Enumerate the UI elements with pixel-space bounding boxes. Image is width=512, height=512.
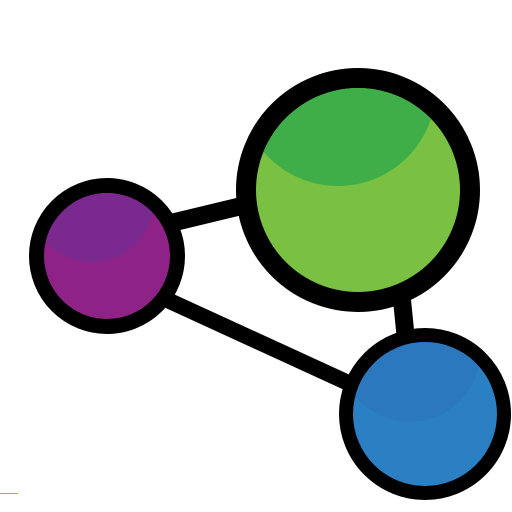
green-node xyxy=(236,68,480,312)
purple-node xyxy=(29,178,185,334)
purple-node-highlight xyxy=(44,193,154,262)
blue-node-highlight xyxy=(353,342,480,422)
edge-purple-blue xyxy=(142,284,376,400)
green-node-highlight xyxy=(256,88,436,186)
blue-node xyxy=(339,328,511,500)
edge-mark xyxy=(0,493,18,494)
